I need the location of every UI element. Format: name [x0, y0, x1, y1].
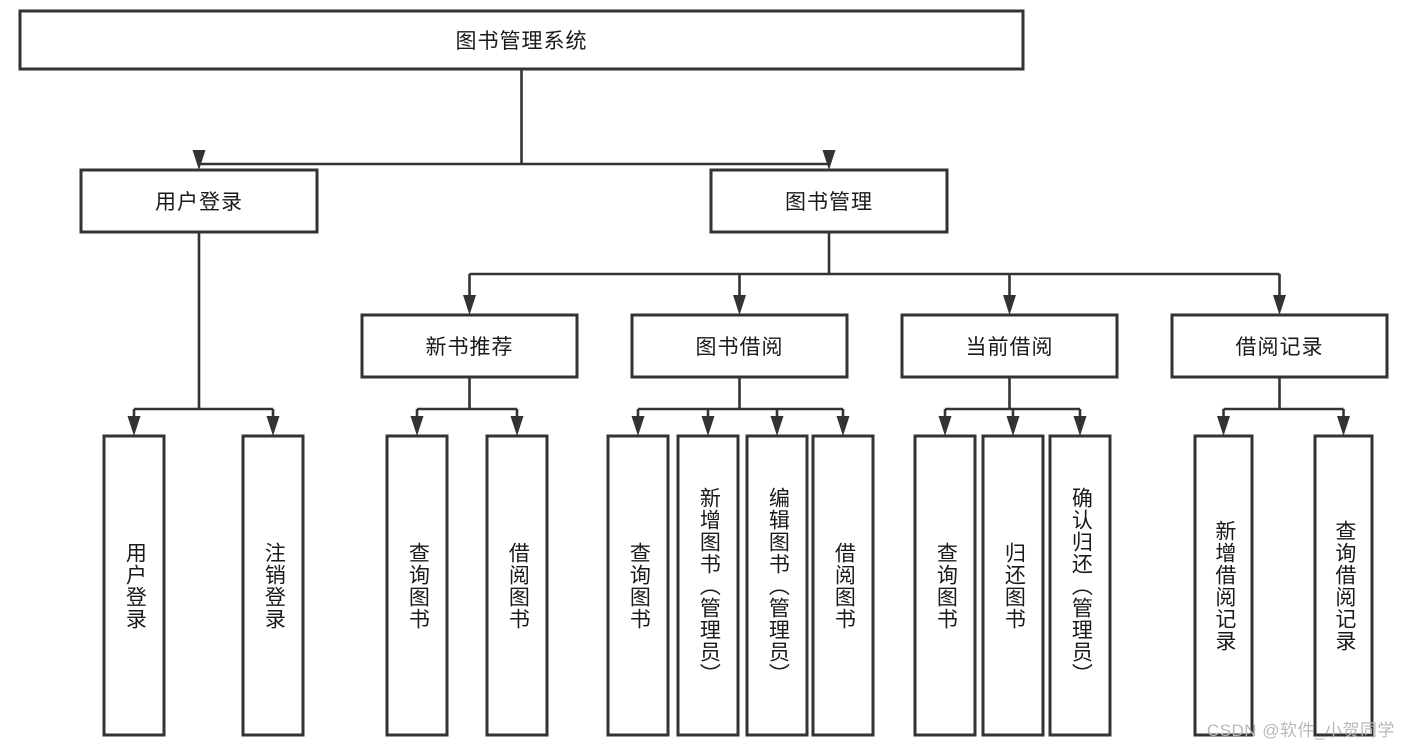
edge-arrowhead — [192, 150, 206, 170]
edge-arrowhead — [1003, 295, 1016, 315]
node-box-leaf-query-book-rec[interactable] — [385, 434, 449, 737]
nodes-layer — [18, 9, 1389, 737]
edge-arrowhead — [1073, 416, 1087, 436]
node-box-leaf-borrow-book-rec[interactable] — [485, 434, 549, 737]
edge-arrowhead — [463, 295, 476, 315]
node-box-leaf-query-book-b[interactable] — [606, 434, 670, 737]
node-box-user-login[interactable] — [79, 168, 319, 234]
edge-arrowhead — [1337, 416, 1350, 436]
node-box-new-book-rec[interactable] — [360, 313, 579, 379]
edge-arrowhead — [701, 416, 715, 436]
node-box-leaf-add-book[interactable] — [676, 434, 740, 737]
node-box-leaf-borrow-book-b[interactable] — [811, 434, 875, 737]
edge-arrowhead — [770, 416, 784, 436]
node-box-root[interactable] — [18, 9, 1025, 71]
node-box-leaf-confirm-return[interactable] — [1048, 434, 1112, 737]
edge-arrowhead — [733, 295, 746, 315]
edge-arrowhead — [822, 150, 836, 170]
edge-arrowhead — [836, 416, 850, 436]
edge-arrowhead — [1217, 416, 1230, 436]
edge-arrowhead — [510, 416, 524, 436]
edge-arrowhead — [266, 416, 280, 436]
edge-arrowhead — [127, 416, 141, 436]
edges-layer — [127, 69, 1350, 436]
node-box-borrow-record[interactable] — [1170, 313, 1389, 379]
edge-arrowhead — [1006, 416, 1020, 436]
node-box-leaf-query-record[interactable] — [1313, 434, 1374, 737]
edge-arrowhead — [938, 416, 952, 436]
node-box-current-borrow[interactable] — [900, 313, 1119, 379]
node-box-leaf-query-book-c[interactable] — [913, 434, 977, 737]
edge-arrowhead — [410, 416, 424, 436]
node-box-leaf-return-book[interactable] — [981, 434, 1045, 737]
node-box-leaf-user-login[interactable] — [102, 434, 166, 737]
node-box-book-borrow[interactable] — [630, 313, 849, 379]
node-box-leaf-edit-book[interactable] — [745, 434, 809, 737]
node-box-leaf-add-record[interactable] — [1193, 434, 1254, 737]
node-box-book-manage[interactable] — [709, 168, 949, 234]
edge-arrowhead — [1273, 295, 1286, 315]
node-box-leaf-logout[interactable] — [241, 434, 305, 737]
edge-arrowhead — [631, 416, 645, 436]
